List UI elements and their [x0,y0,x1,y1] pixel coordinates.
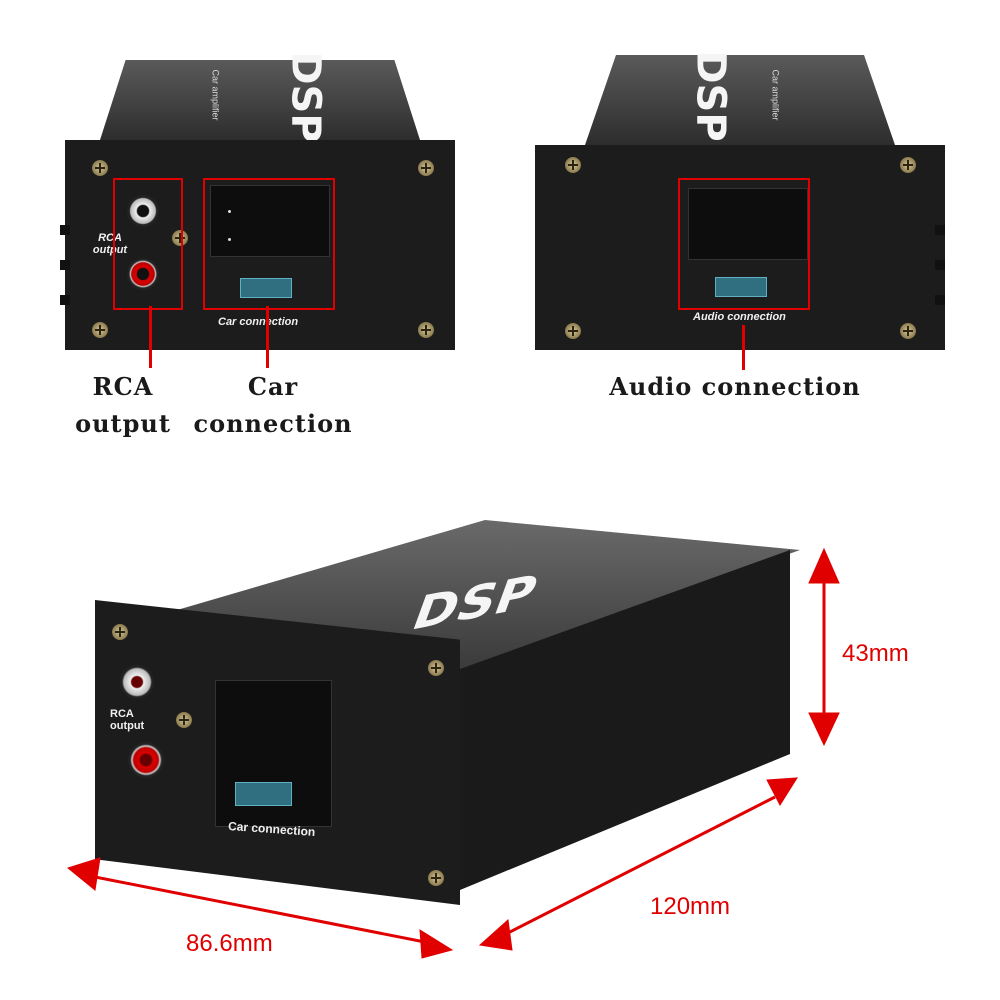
arrow-upright-icon [766,777,798,807]
heat-fin [60,295,70,305]
top-panel [585,55,895,145]
front-view-product: DSP Car amplifier RCA output Car connect… [60,51,460,360]
callout-line2: output [75,409,171,438]
car-connection-callout: Car connection [188,368,358,442]
callout-line2: connection [193,409,353,438]
rca-jack-red [127,258,159,290]
car-connection-highlight-box [203,178,335,310]
callout-line1: Car [247,372,299,401]
length-arrow [499,795,776,939]
heat-fin [60,225,70,235]
perspective-view-product: DSP RCA output Car connection [90,520,810,920]
fuse [240,278,292,298]
width-arrow [84,873,441,947]
screw-icon [900,157,916,173]
screw-icon [172,230,188,246]
rca-panel-label: RCA output [92,232,128,256]
callout-line1: RCA [92,372,154,401]
fuse [715,277,767,297]
width-dimension-label: 86.6mm [186,930,273,957]
audio-callout-line [742,325,745,370]
audio-connection-panel-label: Audio connection [693,311,786,323]
rca-output-callout: RCA output [68,368,178,442]
back-view-product: DSP Car amplifier Audio connection [535,50,945,355]
car-callout-line [266,306,269,368]
car-connector-port [210,185,330,257]
screw-icon [176,712,192,728]
screw-icon [418,322,434,338]
fuse [235,782,292,806]
screw-icon [92,160,108,176]
arrow-left-icon [66,857,101,891]
rca-jack-white [127,195,159,227]
rca-jack-red [128,742,164,778]
pin [228,238,231,241]
heat-fin [935,260,945,270]
arrow-downleft-icon [478,918,513,951]
rca-highlight-box [113,178,183,310]
length-dimension-label: 120mm [650,893,731,920]
screw-icon [112,624,128,640]
heat-fin [60,260,70,270]
car-connection-panel-label: Car connection [218,316,299,328]
rca-panel-label: RCA output [110,708,145,732]
audio-connection-highlight-box [678,178,810,310]
height-dimension-label: 43mm [842,640,909,667]
heat-fin [935,295,945,305]
arrow-down-icon [808,712,840,747]
screw-icon [428,870,444,886]
screw-icon [565,323,581,339]
screw-icon [418,160,434,176]
screw-icon [428,660,444,676]
arrow-up-icon [808,547,840,584]
screw-icon [900,323,916,339]
audio-connection-callout: Audio connection [609,372,861,401]
screw-icon [92,322,108,338]
top-panel [100,60,420,140]
heat-fin [935,225,945,235]
rca-callout-line [149,306,152,368]
pin [228,210,231,213]
rca-jack-white [120,665,154,699]
screw-icon [565,157,581,173]
arrow-right-icon [419,929,454,959]
audio-connector-port [688,188,808,260]
